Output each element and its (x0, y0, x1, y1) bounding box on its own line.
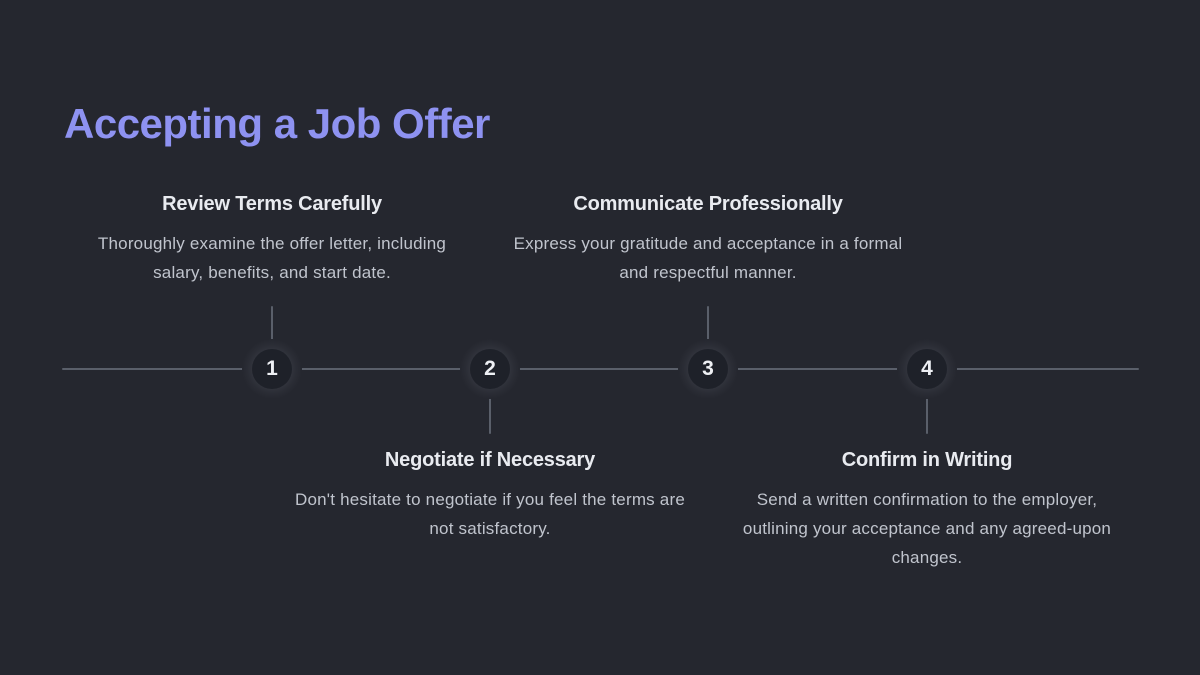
connector-step-4 (926, 369, 928, 434)
step-heading: Negotiate if Necessary (384, 449, 596, 471)
connector-step-3 (707, 306, 709, 370)
node-number: 3 (702, 357, 714, 380)
step-heading: Review Terms Carefully (162, 193, 382, 215)
timeline-node-1: 1 (242, 339, 302, 399)
node-disc: 3 (688, 349, 728, 389)
connector-step-1 (271, 306, 273, 370)
timeline-axis (62, 368, 1139, 370)
node-disc: 1 (252, 349, 292, 389)
connector-step-2 (489, 369, 491, 434)
node-number: 2 (484, 357, 496, 380)
node-disc: 2 (470, 349, 510, 389)
step-block-confirm: Confirm in Writing Send a written confir… (732, 449, 1122, 572)
timeline-node-2: 2 (460, 339, 520, 399)
node-number: 4 (921, 357, 933, 380)
step-block-negotiate: Negotiate if Necessary Don't hesitate to… (295, 449, 685, 543)
node-disc: 4 (907, 349, 947, 389)
timeline-node-4: 4 (897, 339, 957, 399)
step-body: Thoroughly examine the offer letter, inc… (97, 234, 447, 282)
step-body: Express your gratitude and acceptance in… (513, 234, 903, 282)
step-block-review-terms: Review Terms Carefully Thoroughly examin… (87, 193, 457, 287)
step-heading: Confirm in Writing (841, 449, 1013, 471)
step-block-communicate: Communicate Professionally Express your … (513, 193, 903, 287)
step-body: Send a written confirmation to the emplo… (742, 490, 1112, 567)
timeline-node-3: 3 (678, 339, 738, 399)
node-number: 1 (266, 357, 278, 380)
page-title: Accepting a Job Offer (64, 100, 490, 147)
step-heading: Communicate Professionally (573, 193, 843, 215)
step-body: Don't hesitate to negotiate if you feel … (295, 490, 685, 538)
